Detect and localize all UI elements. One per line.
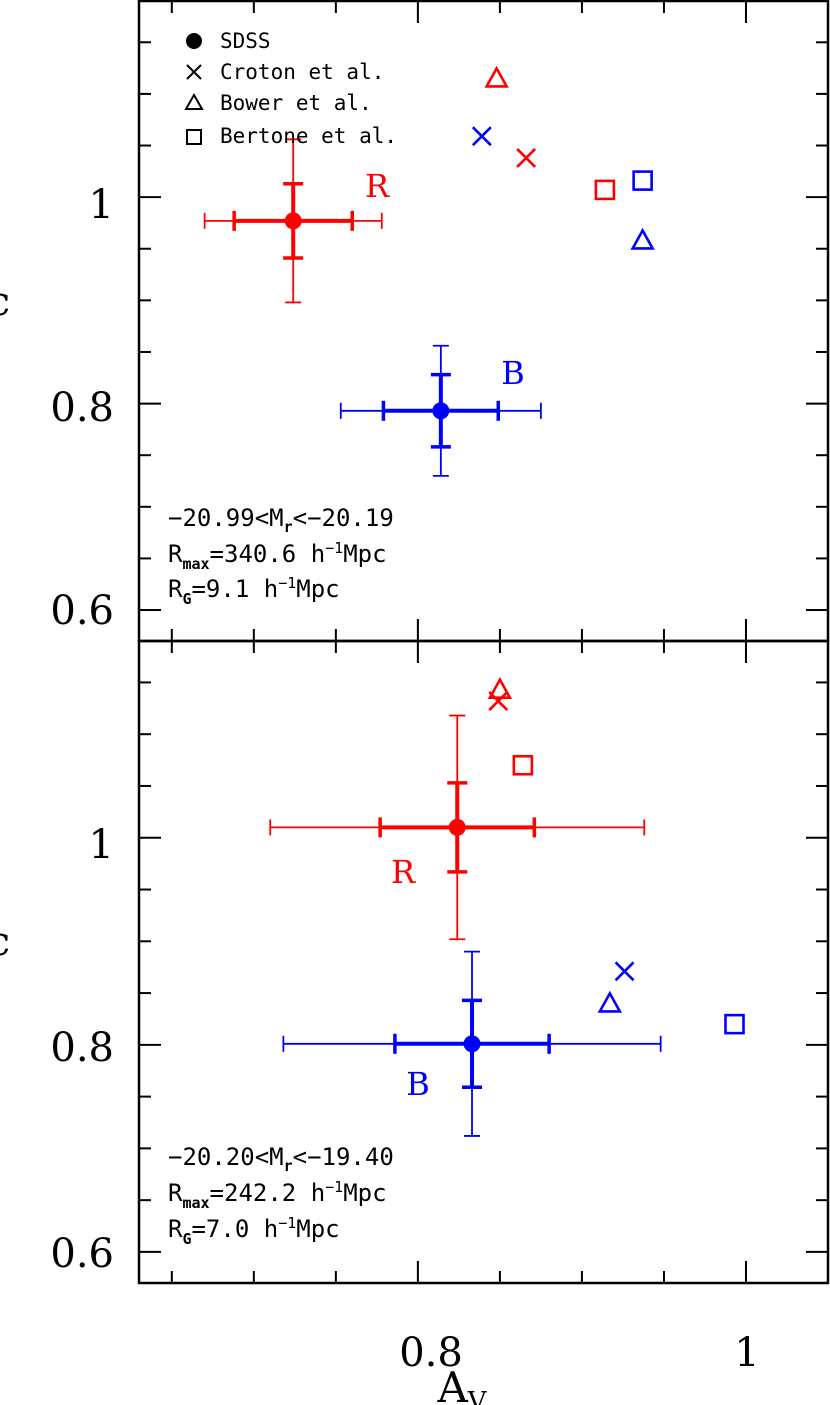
top-rmax: Rmax=340.6 h−1Mpc xyxy=(168,539,387,573)
legend: SDSS Croton et al. Bower et al. Bertone … xyxy=(184,29,397,148)
bottom-panel-frame xyxy=(137,639,830,1285)
legend-bower-marker xyxy=(184,92,204,110)
y-axis-title-bottom: c xyxy=(0,919,10,965)
legend-croton-label: Croton et al. xyxy=(220,60,384,84)
top-magnitude-range: −20.99<Mr<−20.19 xyxy=(168,504,394,536)
top-bertone-blue-marker xyxy=(632,170,653,191)
top-croton-blue-marker xyxy=(471,126,492,147)
bottom-rmax: Rmax=242.2 h−1Mpc xyxy=(168,1178,387,1212)
bottom-bertone-blue-marker xyxy=(724,1013,745,1035)
top-bower-red-marker xyxy=(484,65,509,88)
legend-bertone-marker xyxy=(186,129,202,145)
top-group-label-b: B xyxy=(501,354,525,392)
top-croton-red-marker xyxy=(516,147,537,168)
bottom-croton-blue-marker xyxy=(614,961,635,982)
top-panel-annotation: −20.99<Mr<−20.19 Rmax=340.6 h−1Mpc RG=9.… xyxy=(168,504,394,608)
x-tick-label-0.8: 0.8 xyxy=(399,1330,463,1376)
bottom-bower-blue-marker xyxy=(597,990,623,1013)
legend-croton-marker xyxy=(186,64,202,80)
bottom-bertone-red-marker xyxy=(512,754,534,776)
top-group-label-r: R xyxy=(365,167,390,205)
x-tick-label-1: 1 xyxy=(734,1330,759,1376)
bottom-group-label-b: B xyxy=(406,1065,430,1103)
y-tick-label-top-0.6: 0.6 xyxy=(50,588,114,634)
bottom-panel-annotation: −20.20<Mr<−19.40 Rmax=242.2 h−1Mpc RG=7.… xyxy=(168,1143,394,1248)
y-tick-label-bottom-0.8: 0.8 xyxy=(50,1025,114,1071)
top-bertone-red-marker xyxy=(594,179,616,201)
bottom-sdss-r-point xyxy=(448,818,466,836)
x-axis-title: AV xyxy=(436,1363,487,1405)
legend-bower-label: Bower et al. xyxy=(220,91,372,115)
legend-sdss-label: SDSS xyxy=(220,29,271,53)
top-rg: RG=9.1 h−1Mpc xyxy=(168,574,340,608)
panels-layer xyxy=(137,0,830,1285)
top-bower-blue-marker xyxy=(630,227,655,250)
top-sdss-r-point xyxy=(284,212,302,230)
top-sdss-b-point xyxy=(432,402,450,420)
y-tick-label-bottom-1: 1 xyxy=(89,822,114,868)
bottom-sdss-b-point xyxy=(463,1035,481,1053)
bottom-rg: RG=7.0 h−1Mpc xyxy=(168,1214,340,1248)
bottom-croton-red-marker xyxy=(488,691,509,711)
bottom-group-label-r: R xyxy=(391,853,416,891)
y-tick-label-top-1: 1 xyxy=(89,182,114,228)
y-tick-label-top-0.8: 0.8 xyxy=(50,385,114,431)
legend-bertone-label: Bertone et al. xyxy=(220,124,397,148)
bottom-magnitude-range: −20.20<Mr<−19.40 xyxy=(168,1143,394,1175)
y-axis-title-top: c xyxy=(0,279,10,325)
legend-sdss-marker xyxy=(186,33,202,49)
y-tick-label-bottom-0.6: 0.6 xyxy=(50,1231,114,1277)
